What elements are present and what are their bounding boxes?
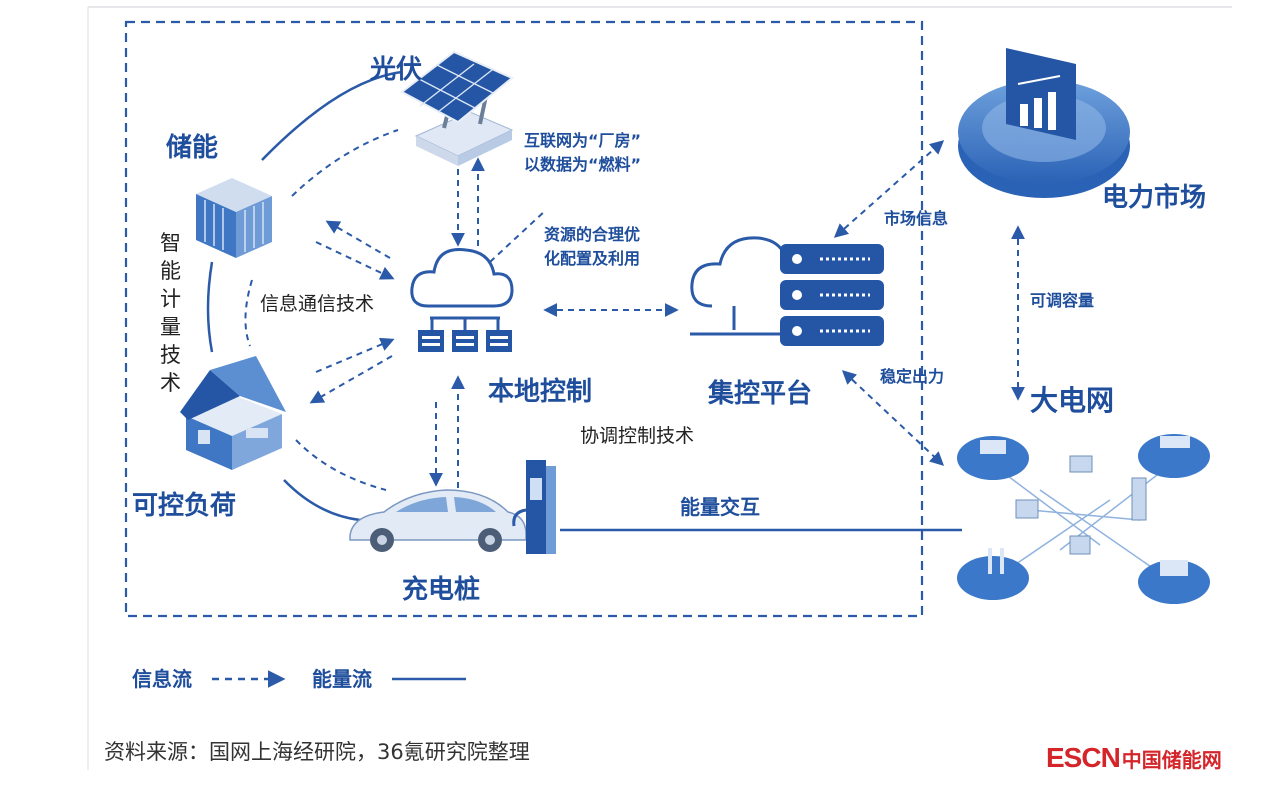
vpp-boundary xyxy=(124,20,924,618)
legend-energy-flow-label: 能量流 xyxy=(312,667,372,691)
label-coordination: 协调控制技术 xyxy=(580,425,694,447)
label-internet-factory-2: 以数据为“燃料” xyxy=(524,155,641,174)
label-smart-metering: 智 能 计 量 技 术 xyxy=(160,231,181,395)
label-resource-1: 资源的合理优 xyxy=(544,225,640,244)
smart-metering-char: 技 xyxy=(160,343,181,367)
label-controllable-load: 可控负荷 xyxy=(132,491,236,521)
electric-car-icon xyxy=(349,489,527,552)
info-flow-load-local xyxy=(315,337,395,373)
power-market-icon xyxy=(958,48,1130,198)
charging-pile-icon xyxy=(512,460,556,554)
info-flow-storage-load xyxy=(244,279,253,347)
local-control-cloud-icon xyxy=(410,247,514,352)
battery-storage-icon xyxy=(196,178,272,258)
label-charging-pile: 充电桩 xyxy=(402,574,480,605)
logo-esc-text: ESCN xyxy=(1046,742,1121,773)
info-flow-platform-grid xyxy=(841,370,945,466)
label-power-market: 电力市场 xyxy=(1102,182,1206,213)
smart-metering-char: 智 xyxy=(160,231,181,255)
label-local-control: 本地控制 xyxy=(488,377,592,407)
energy-flow-load-ev xyxy=(283,479,361,522)
label-central-platform: 集控平台 xyxy=(707,378,812,409)
label-adjustable-capacity: 可调容量 xyxy=(1030,291,1094,310)
smart-metering-char: 计 xyxy=(160,287,181,311)
info-flow-platform-market xyxy=(833,140,945,238)
label-pv: 光伏 xyxy=(369,55,422,85)
label-grid: 大电网 xyxy=(1030,384,1114,417)
info-flow-storage-local xyxy=(315,241,395,280)
info-flow-resource xyxy=(489,209,547,263)
house-icon xyxy=(180,356,286,470)
smart-metering-char: 量 xyxy=(160,315,181,339)
info-flow-load-ev xyxy=(295,439,387,491)
smart-metering-char: 术 xyxy=(160,371,181,395)
smart-metering-char: 能 xyxy=(160,259,181,283)
label-internet-factory-1: 互联网为“厂房” xyxy=(524,131,641,150)
server-stack-icon xyxy=(690,236,884,346)
legend-info-flow-label: 信息流 xyxy=(132,667,192,691)
label-resource-2: 化配置及利用 xyxy=(544,249,640,268)
legend: 信息流 能量流 xyxy=(132,667,466,691)
info-flow-local-storage xyxy=(325,220,391,259)
info-flow-storage-pv xyxy=(291,129,399,197)
label-energy-interaction: 能量交互 xyxy=(680,495,760,519)
energy-flow-storage-load xyxy=(206,261,214,353)
logo-cn-text: 中国储能网 xyxy=(1121,748,1222,772)
source-note: 资料来源：国网上海经研院，36氪研究院整理 xyxy=(104,740,530,764)
power-grid-icon xyxy=(957,434,1210,604)
label-market-info: 市场信息 xyxy=(884,209,948,228)
label-stable-output: 稳定出力 xyxy=(880,367,944,386)
label-storage: 储能 xyxy=(166,132,218,163)
info-flow-local-load xyxy=(309,355,393,404)
solar-panel-icon xyxy=(400,50,514,166)
energy-flow-storage-pv xyxy=(261,70,403,161)
label-ict: 信息通信技术 xyxy=(260,293,374,315)
